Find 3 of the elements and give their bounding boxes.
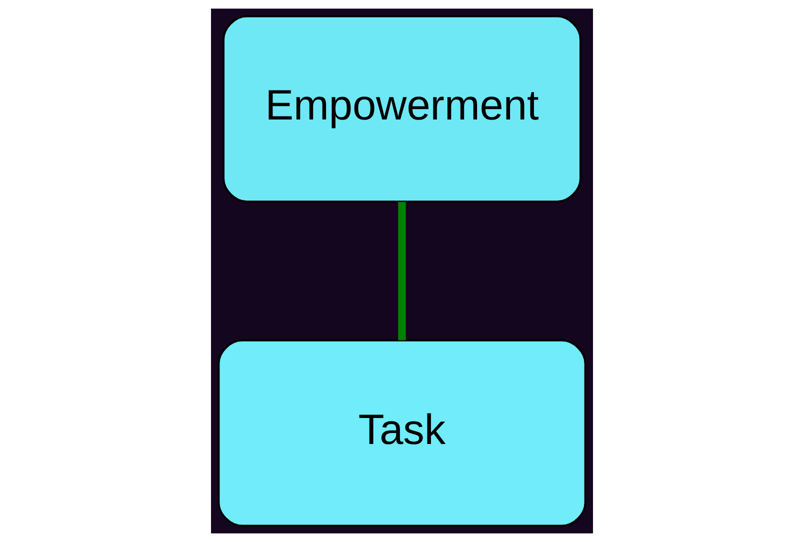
connector xyxy=(398,202,406,340)
node-box: Empowerment xyxy=(222,15,581,202)
node-box: Task xyxy=(217,340,586,527)
